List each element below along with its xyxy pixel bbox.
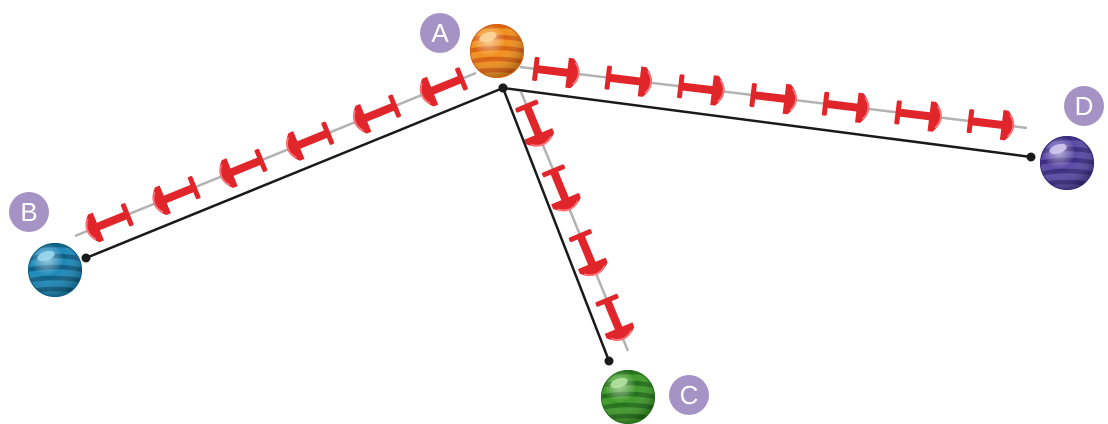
edge-a-d-end-dot bbox=[1026, 152, 1036, 162]
connector-piece-a-d bbox=[676, 74, 725, 106]
connector-piece-a-b bbox=[219, 148, 268, 188]
connector-piece-a-b bbox=[419, 67, 468, 107]
edge-a-d bbox=[502, 86, 1032, 159]
rail-a-b bbox=[74, 71, 477, 238]
connector-piece-a-c bbox=[568, 229, 608, 277]
node-a-ball bbox=[470, 24, 524, 78]
node-c-ball bbox=[601, 370, 655, 424]
node-d: D bbox=[1040, 86, 1104, 190]
connector-piece-a-b bbox=[286, 121, 335, 161]
edge-a-d-start-dot bbox=[498, 83, 508, 93]
node-c-badge-circle bbox=[669, 375, 709, 415]
connector-piece-a-d bbox=[604, 65, 652, 97]
node-a: A bbox=[420, 13, 524, 78]
connector-piece-a-b bbox=[85, 203, 134, 243]
node-c-badge: C bbox=[669, 375, 709, 415]
edge-a-b bbox=[85, 86, 504, 260]
node-b-badge-circle bbox=[9, 192, 49, 232]
node-d-badge-circle bbox=[1064, 86, 1104, 126]
node-c-label: C bbox=[680, 380, 699, 410]
node-b-ball bbox=[28, 243, 82, 297]
connector-piece-a-c bbox=[515, 99, 555, 147]
connector-piece-a-c bbox=[541, 164, 581, 212]
edge-a-b-end-dot bbox=[81, 253, 91, 263]
connector-pieces bbox=[85, 56, 1015, 341]
node-a-badge-circle bbox=[420, 13, 460, 53]
node-d-badge: D bbox=[1064, 86, 1104, 126]
connector-piece-a-b bbox=[152, 176, 201, 216]
connection-lines bbox=[81, 83, 1036, 366]
node-b-badge: B bbox=[9, 192, 49, 232]
edge-a-c-end-dot bbox=[604, 356, 614, 366]
node-d-ball bbox=[1040, 136, 1094, 190]
node-d-label: D bbox=[1075, 91, 1094, 121]
node-b-label: B bbox=[20, 197, 37, 227]
node-b: B bbox=[9, 192, 82, 297]
connector-piece-a-d bbox=[894, 100, 942, 132]
node-a-label: A bbox=[431, 18, 449, 48]
connector-piece-a-d bbox=[532, 56, 580, 89]
connector-piece-a-d bbox=[821, 91, 870, 124]
connector-piece-a-c bbox=[595, 293, 635, 341]
node-c: C bbox=[601, 370, 709, 424]
edge-a-c bbox=[501, 87, 611, 362]
connector-piece-a-d bbox=[966, 109, 1015, 141]
connector-piece-a-b bbox=[353, 94, 402, 134]
node-a-badge: A bbox=[420, 13, 460, 53]
connector-piece-a-d bbox=[749, 83, 797, 115]
